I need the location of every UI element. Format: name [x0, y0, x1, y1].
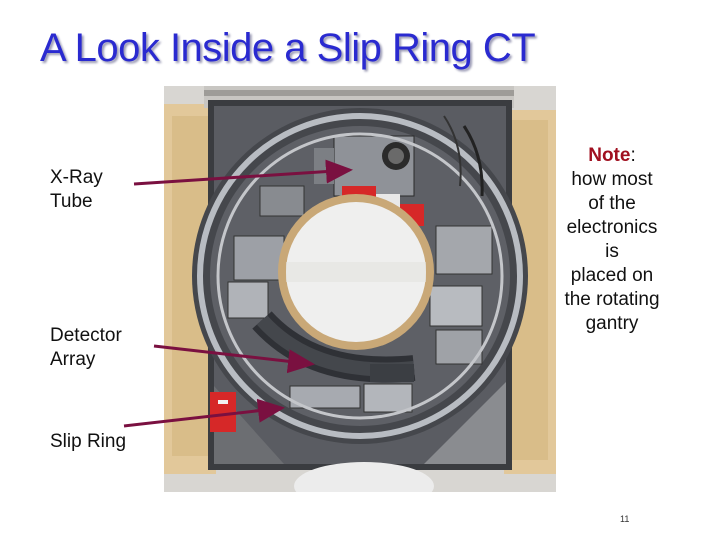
note-box: Note: how most of the electronics is pla…: [556, 144, 668, 336]
page-number: 11: [620, 514, 630, 524]
xray-label-line2: Tube: [50, 191, 93, 212]
note-line6: the rotating: [564, 289, 660, 310]
note-line7: gantry: [585, 313, 639, 334]
slide-title: A Look Inside a Slip Ring CT: [40, 26, 536, 70]
detector-array-label: Detector Array: [50, 324, 150, 372]
note-line4: is: [605, 241, 619, 262]
slip-ring-label: Slip Ring: [50, 431, 127, 452]
detector-label-line2: Array: [50, 349, 96, 370]
note-line2: of the: [588, 193, 636, 214]
note-heading: Note: [588, 145, 631, 166]
note-line1: how most: [571, 169, 653, 190]
xray-label-line1: X-Ray: [50, 167, 103, 188]
note-heading-row: Note:: [556, 144, 668, 168]
xray-tube-label: X-Ray Tube: [50, 166, 140, 214]
detector-label-line1: Detector: [50, 325, 122, 346]
note-colon: :: [630, 145, 636, 166]
note-line5: placed on: [570, 265, 654, 286]
ct-gantry-photo: [164, 86, 556, 492]
note-line3: electronics: [566, 217, 658, 238]
